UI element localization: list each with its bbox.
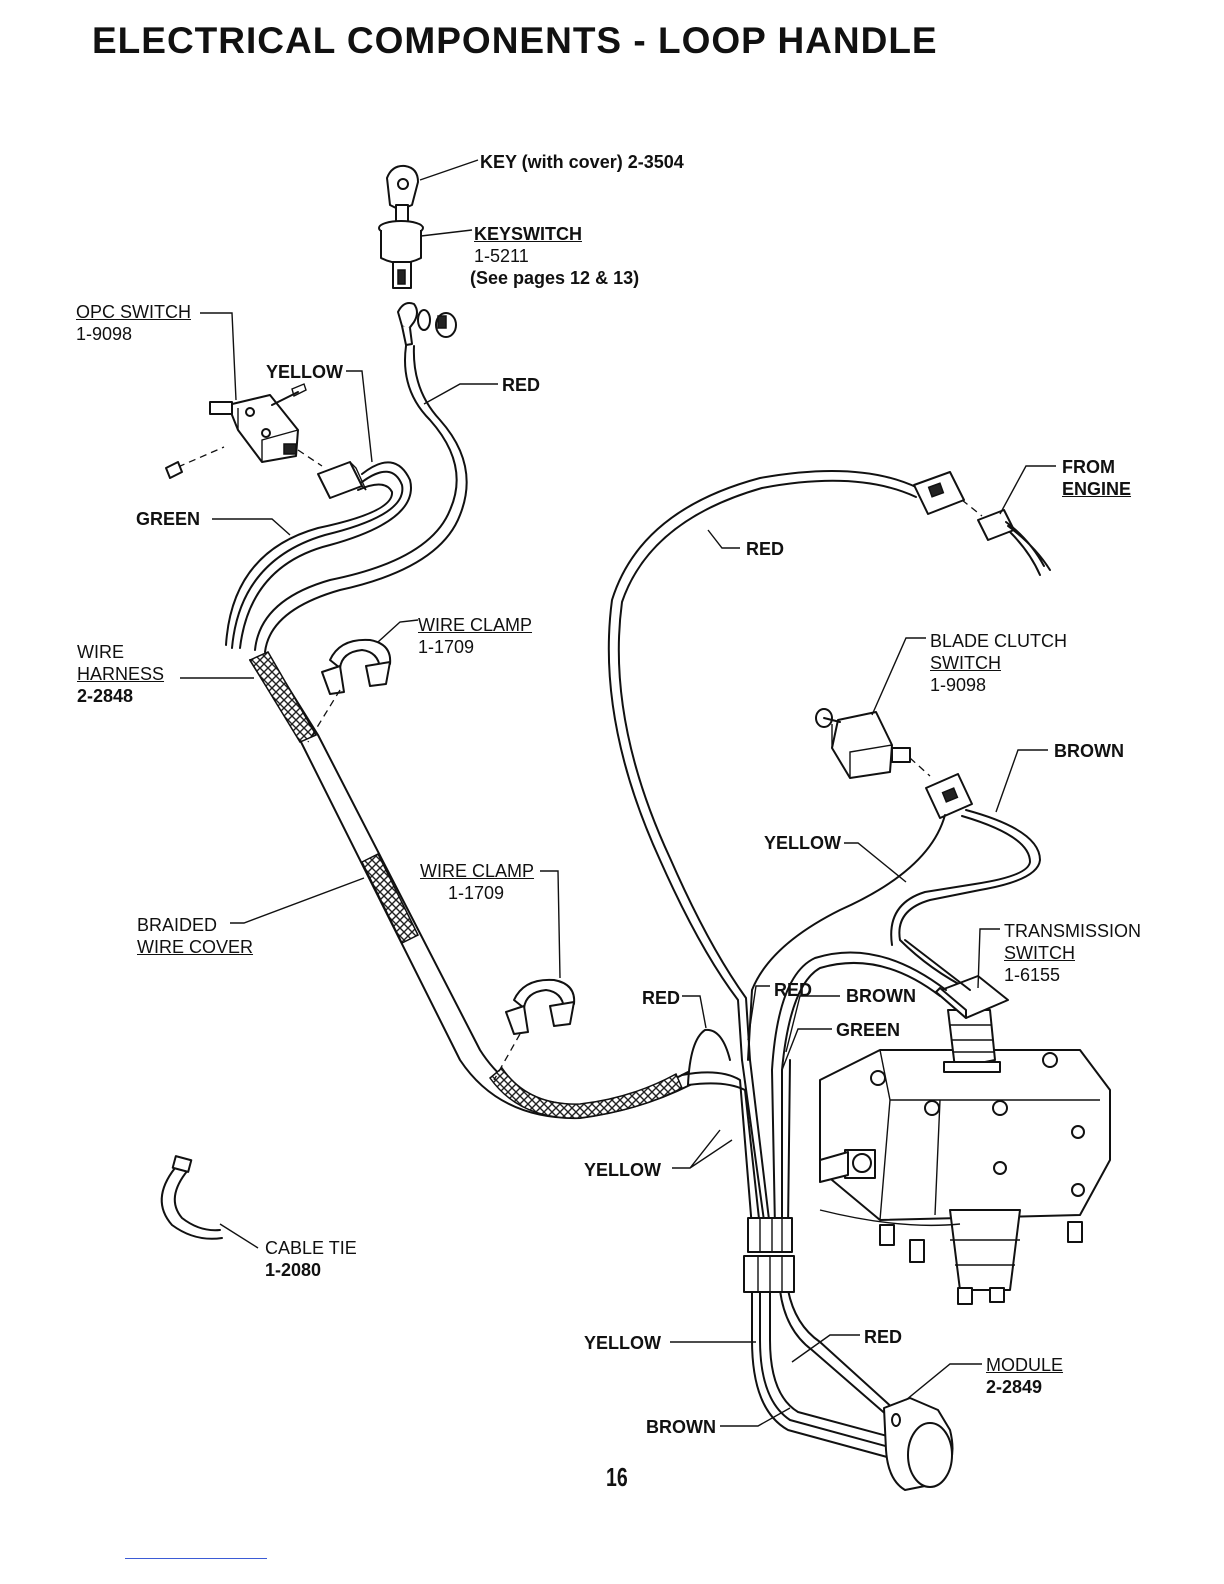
transmission-line2: SWITCH: [1004, 943, 1075, 963]
keyswitch-icon: [378, 220, 424, 289]
braided-cover-lower: [488, 1066, 683, 1119]
key-label: KEY (with cover) 2-3504: [480, 152, 684, 172]
blade-clutch-switch-icon: [815, 708, 931, 779]
wire-color-brown-bottom: BROWN: [646, 1417, 716, 1437]
engine-connector-icon: [913, 471, 1051, 576]
keyswitch-label: KEYSWITCH 1-5211 (See pages 12 & 13): [470, 223, 639, 289]
wire-clamp-upper-icon: [307, 638, 392, 743]
transmission-wires: [771, 939, 971, 1227]
wire-harness-label: WIRE HARNESS 2-2848: [77, 641, 164, 707]
key-icon: [386, 164, 419, 226]
cable-tie-part: 1-2080: [265, 1260, 322, 1280]
wire-color-yellow-blade: YELLOW: [764, 833, 841, 853]
braided-wire-cover-label: BRAIDED WIRE COVER: [137, 914, 253, 958]
blade-clutch-line2: SWITCH: [930, 653, 1001, 673]
wire-clamp-lower-icon: [493, 978, 576, 1081]
wire-color-green-trans: GREEN: [836, 1020, 901, 1040]
opc-switch-name: OPC SWITCH: [76, 302, 191, 322]
transmission-icon: [819, 1009, 1111, 1305]
cable-tie-name: CABLE TIE: [265, 1238, 357, 1258]
engine-red-wire: [607, 469, 919, 1061]
keyswitch-name: KEYSWITCH: [474, 224, 582, 244]
keyswitch-part: 1-5211: [474, 246, 529, 266]
transmission-switch-label: TRANSMISSION SWITCH 1-6155: [1004, 920, 1141, 986]
leader-lines: [180, 159, 1056, 1427]
wire-color-yellow-lower: YELLOW: [584, 1160, 661, 1180]
braided-line2: WIRE COVER: [137, 937, 254, 957]
wire-clamp-lower-label: WIRE CLAMP 1-1709: [420, 860, 534, 904]
wire-color-red-engine: RED: [746, 539, 785, 559]
module-icon: [883, 1397, 954, 1491]
cable-tie-icon: [160, 1155, 223, 1240]
blade-clutch-line1: BLADE CLUTCH: [930, 631, 1068, 651]
braided-cover-middle: [360, 852, 420, 945]
blade-clutch-connector-icon: [925, 773, 973, 819]
transmission-line1: TRANSMISSION: [1004, 921, 1142, 941]
wire-clamp-upper-label: WIRE CLAMP 1-1709: [418, 614, 532, 658]
module-part: 2-2849: [986, 1377, 1043, 1397]
transmission-connector-icon: [935, 975, 1009, 1019]
bundle-connector-icon: [743, 1217, 795, 1293]
from-engine-line1: FROM: [1062, 457, 1115, 477]
opc-switch-label: OPC SWITCH 1-9098: [76, 301, 191, 345]
wire-color-green-opc: GREEN: [136, 509, 201, 529]
wire-harness-part: 2-2848: [77, 686, 134, 706]
wire-color-yellow-bottom: YELLOW: [584, 1333, 661, 1353]
transmission-part: 1-6155: [1004, 965, 1061, 985]
footer-rule: [125, 1558, 267, 1559]
lower-bundle-wires: [681, 1028, 907, 1461]
module-name: MODULE: [986, 1355, 1064, 1375]
wire-clamp-upper-name: WIRE CLAMP: [418, 615, 533, 635]
wire-color-brown-trans: BROWN: [846, 986, 916, 1006]
wire-clamp-upper-part: 1-1709: [418, 637, 475, 657]
from-engine-line2: ENGINE: [1062, 479, 1132, 499]
from-engine-label: FROM ENGINE: [1062, 456, 1131, 500]
wire-clamp-lower-name: WIRE CLAMP: [420, 861, 535, 881]
ring-terminal-icon: [397, 302, 457, 346]
wire-color-red-key: RED: [502, 375, 541, 395]
wire-color-brown-blade: BROWN: [1054, 741, 1124, 761]
blade-clutch-part: 1-9098: [930, 675, 987, 695]
wire-color-red-mid: RED: [774, 980, 813, 1000]
module-label: MODULE 2-2849: [986, 1354, 1063, 1398]
braided-line1: BRAIDED: [137, 915, 218, 935]
wire-harness-line2: HARNESS: [77, 664, 165, 684]
blade-clutch-wires: [747, 809, 1041, 1061]
wire-clamp-lower-part: 1-1709: [448, 883, 505, 903]
keyswitch-note: (See pages 12 & 13): [470, 268, 640, 288]
opc-switch-part: 1-9098: [76, 324, 133, 344]
cable-tie-label: CABLE TIE 1-2080: [265, 1237, 357, 1281]
page-number: 16: [606, 1462, 628, 1492]
wire-color-yellow-opc: YELLOW: [266, 362, 343, 382]
wire-color-red-bottom: RED: [864, 1327, 903, 1347]
braided-cover-upper: [248, 651, 318, 743]
wire-harness-line1: WIRE: [77, 642, 124, 662]
opc-connector-icon: [317, 461, 367, 499]
opc-switch-icon: [165, 383, 323, 479]
wire-color-red-left: RED: [642, 988, 681, 1008]
page-title: ELECTRICAL COMPONENTS - LOOP HANDLE: [92, 20, 938, 61]
blade-clutch-switch-label: BLADE CLUTCH SWITCH 1-9098: [930, 630, 1067, 696]
